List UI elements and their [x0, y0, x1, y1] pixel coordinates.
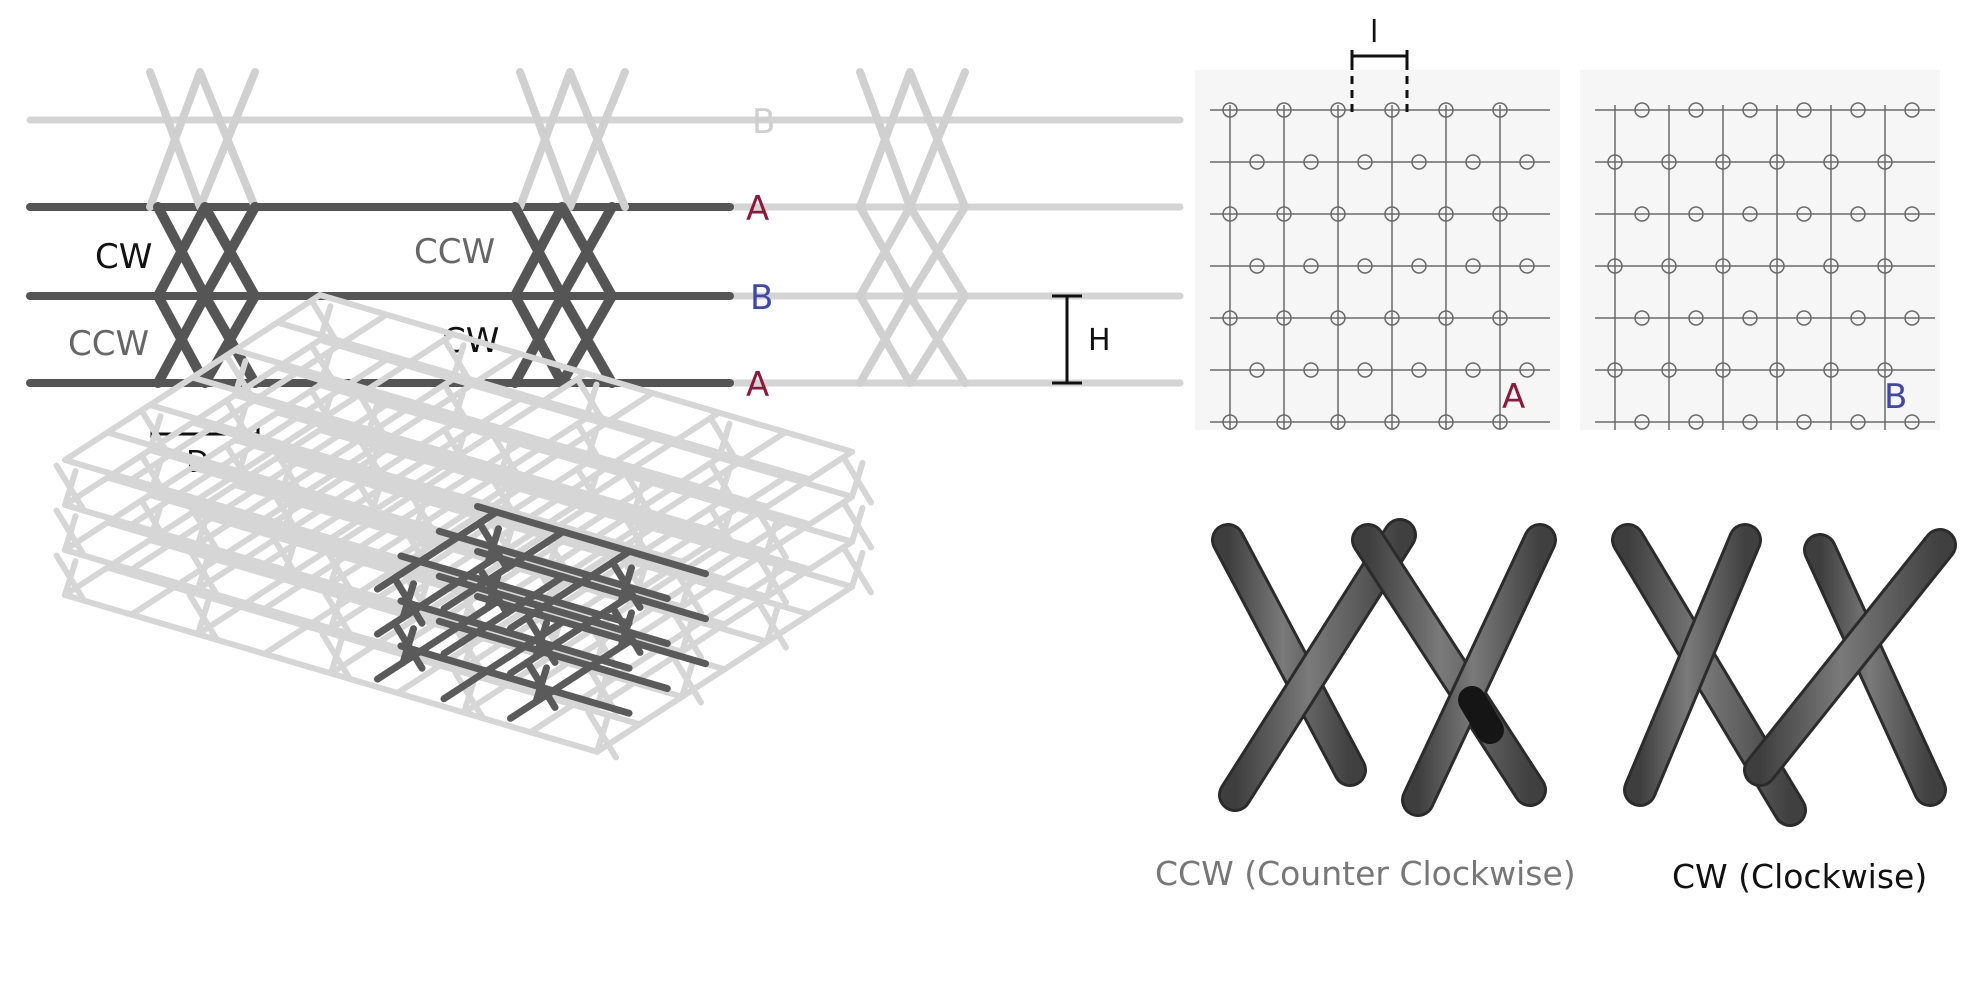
weave-pattern-a: [1210, 102, 1550, 430]
side-view-panel: B A B A CW CCW CCW CW H D: [26, 68, 1184, 480]
top-view-panel-a: [1195, 70, 1560, 430]
row-label-b-lower: B: [750, 278, 773, 318]
cw-label-left: CW: [95, 237, 152, 277]
spacing-label: l: [1370, 15, 1378, 50]
lattice-3d-illustration: [53, 292, 874, 761]
height-label: H: [1088, 323, 1111, 358]
side-struts-dark: [153, 202, 617, 388]
handedness-illustration: CCW (Counter Clockwise) CW (Clockwise): [1155, 518, 1957, 896]
top-view-panels: l A B: [1195, 15, 1940, 430]
lattice-dark-struts: [374, 503, 709, 722]
side-struts-light: [146, 68, 969, 387]
ccw-caption: CCW (Counter Clockwise): [1155, 854, 1576, 893]
panel-b-label: B: [1884, 377, 1907, 417]
height-dimension: [1052, 294, 1082, 385]
ccw-rod-pair: [1211, 518, 1557, 817]
row-label-a-lower: A: [746, 365, 769, 405]
weave-pattern-b: [1595, 102, 1935, 430]
cw-rod-pair: [1611, 523, 1957, 827]
spacing-dimension: [1350, 50, 1409, 112]
top-view-panel-b: [1580, 70, 1940, 430]
cw-caption: CW (Clockwise): [1672, 857, 1927, 896]
ccw-label-middle: CCW: [414, 232, 495, 272]
row-label-a-upper: A: [746, 189, 769, 229]
panel-a-label: A: [1502, 377, 1525, 417]
ccw-label-left: CCW: [68, 324, 149, 364]
row-label-top-b: B: [752, 102, 775, 142]
